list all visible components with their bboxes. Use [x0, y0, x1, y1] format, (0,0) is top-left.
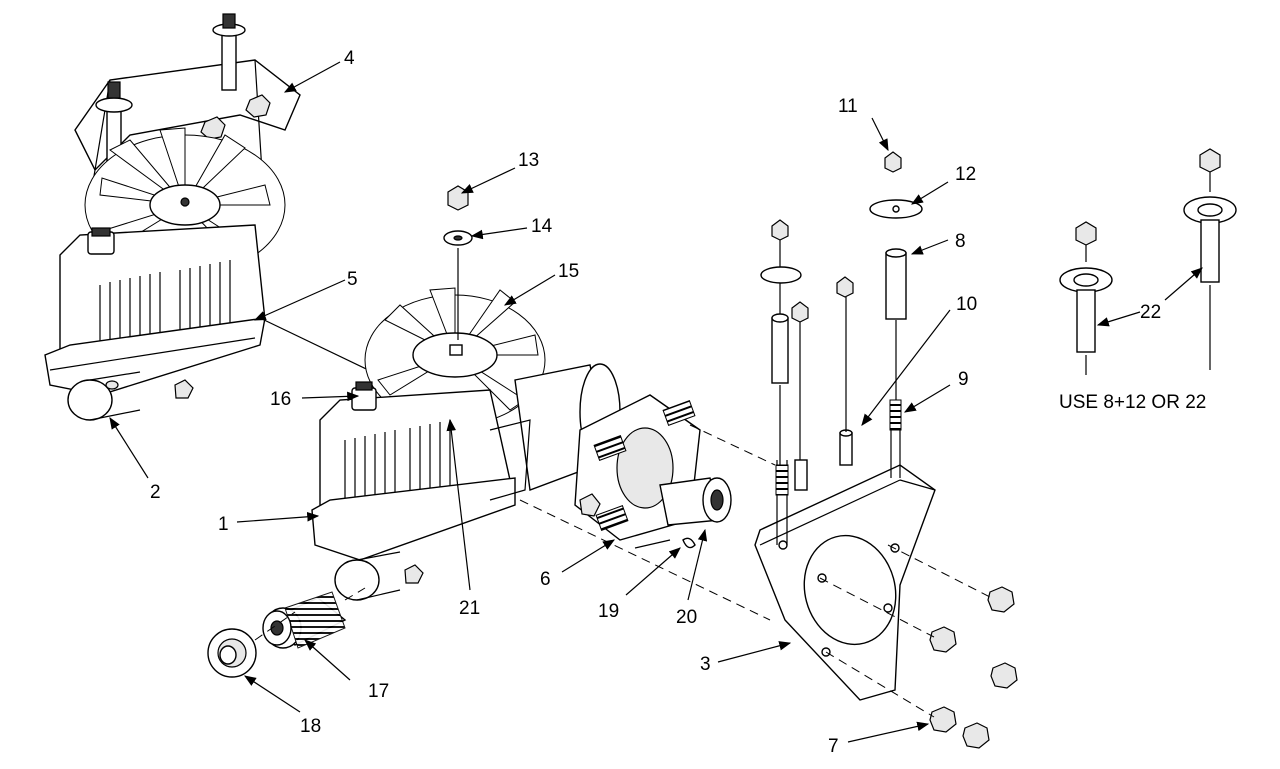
callout-19: 19	[598, 601, 619, 622]
callout-17: 17	[368, 681, 389, 702]
leaders	[109, 61, 1203, 743]
callout-13: 13	[518, 150, 539, 171]
callout-1: 1	[218, 514, 229, 535]
usage-note: USE 8+12 OR 22	[1059, 392, 1206, 413]
callout-8: 8	[955, 231, 966, 252]
left-housing-fins	[99, 260, 231, 355]
callout-12: 12	[955, 164, 976, 185]
mount-plate	[754, 464, 936, 701]
callout-10: 10	[956, 294, 977, 315]
bracket-bolt	[221, 29, 237, 91]
callout-20: 20	[676, 607, 697, 628]
callout-labels: 4 5 2 1 16 13 14 15 21 17 18 6 19 20 3 7…	[150, 48, 1206, 757]
callout-21: 21	[459, 598, 480, 619]
axle-link	[259, 317, 386, 379]
callout-9: 9	[958, 369, 969, 390]
callout-18: 18	[300, 716, 321, 737]
callout-3: 3	[700, 654, 711, 675]
left-transaxle-assembly	[44, 13, 301, 421]
callout-14: 14	[531, 216, 553, 237]
coupler-sleeve	[262, 591, 347, 649]
callout-5: 5	[347, 269, 358, 290]
flange-nuts	[929, 586, 1018, 749]
center-housing-fins	[344, 420, 451, 510]
bushing	[207, 628, 257, 678]
callout-22: 22	[1140, 302, 1161, 323]
center-cooling-fan	[364, 287, 546, 426]
center-transaxle-assembly	[311, 287, 732, 601]
callout-4: 4	[344, 48, 355, 69]
callout-2: 2	[150, 482, 161, 503]
spacer-hardware	[760, 151, 923, 465]
callout-11: 11	[838, 96, 858, 117]
spacer-option-22	[1059, 148, 1237, 375]
callout-7: 7	[828, 736, 839, 757]
callout-15: 15	[558, 261, 579, 282]
callout-16: 16	[270, 389, 291, 410]
wheel-hub	[574, 394, 732, 541]
callout-6: 6	[540, 569, 551, 590]
nut-13	[447, 185, 469, 211]
